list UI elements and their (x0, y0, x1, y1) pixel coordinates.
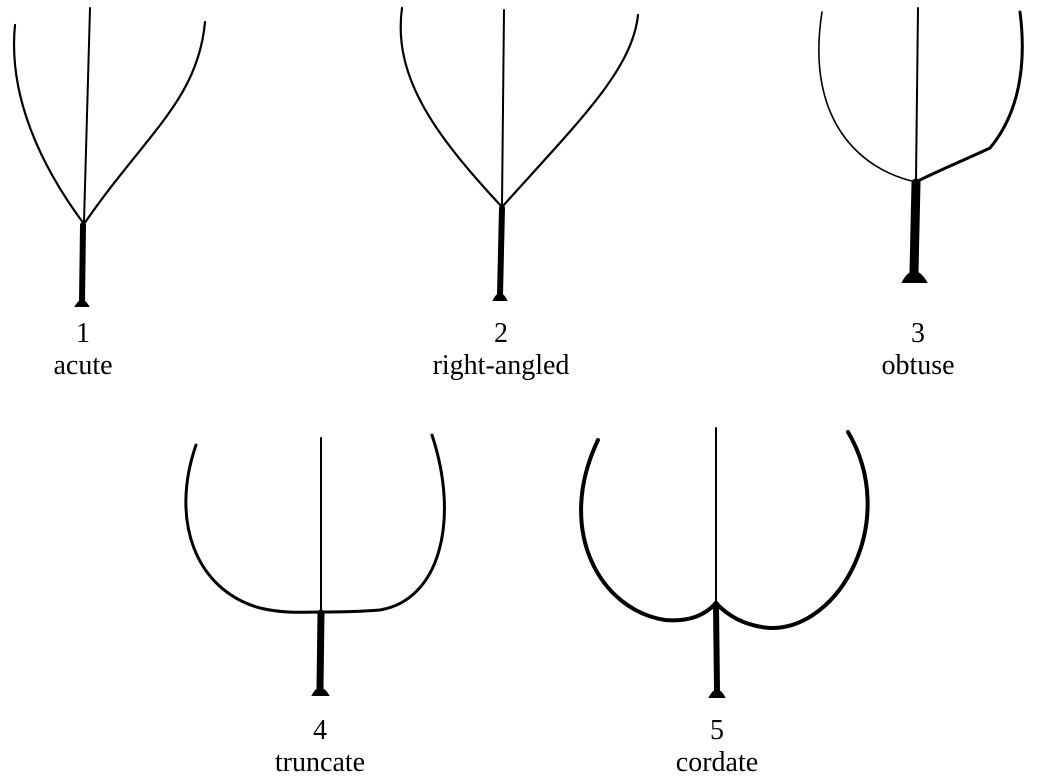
petiole-base (76, 301, 88, 306)
midrib (502, 10, 504, 205)
leaf-base-right-angled (401, 8, 638, 300)
figure-caption-cordate: 5 cordate (607, 715, 827, 779)
leaf-base-obtuse (819, 8, 1022, 282)
figure-label: cordate (607, 747, 827, 779)
petiole (320, 613, 321, 688)
figure-number: 5 (607, 715, 827, 747)
figure-number: 2 (391, 318, 611, 350)
petiole-base (710, 691, 724, 698)
right-leaf-margin (916, 12, 1022, 182)
left-leaf-margin (401, 8, 502, 207)
petiole-base (903, 272, 926, 282)
petiole-base (313, 689, 328, 696)
right-leaf-margin (321, 435, 444, 612)
leaf-base-acute (14, 8, 205, 306)
figure-caption-right-angled: 2 right-angled (391, 318, 611, 382)
figure-label: acute (0, 350, 193, 382)
left-leaf-margin (819, 12, 916, 182)
figure-number: 3 (808, 318, 1028, 350)
petiole (716, 604, 717, 690)
leaf-base-truncate (186, 435, 445, 695)
figure-number: 4 (210, 715, 430, 747)
right-leaf-margin (502, 15, 638, 207)
figure-number: 1 (0, 318, 193, 350)
left-leaf-margin (14, 25, 84, 224)
midrib (84, 8, 90, 222)
right-leaf-margin (716, 432, 868, 628)
petiole (914, 183, 916, 272)
figure-label: obtuse (808, 350, 1028, 382)
left-leaf-margin (581, 440, 716, 620)
leaf-base-cordate (581, 428, 868, 697)
left-leaf-margin (186, 445, 321, 612)
figure-caption-truncate: 4 truncate (210, 715, 430, 779)
petiole (500, 208, 502, 295)
petiole (82, 225, 83, 303)
figure-label: right-angled (391, 350, 611, 382)
figure-caption-obtuse: 3 obtuse (808, 318, 1028, 382)
midrib (916, 8, 918, 180)
petiole-base (494, 294, 506, 300)
right-leaf-margin (84, 22, 205, 224)
figure-caption-acute: 1 acute (0, 318, 193, 382)
figure-label: truncate (210, 747, 430, 779)
